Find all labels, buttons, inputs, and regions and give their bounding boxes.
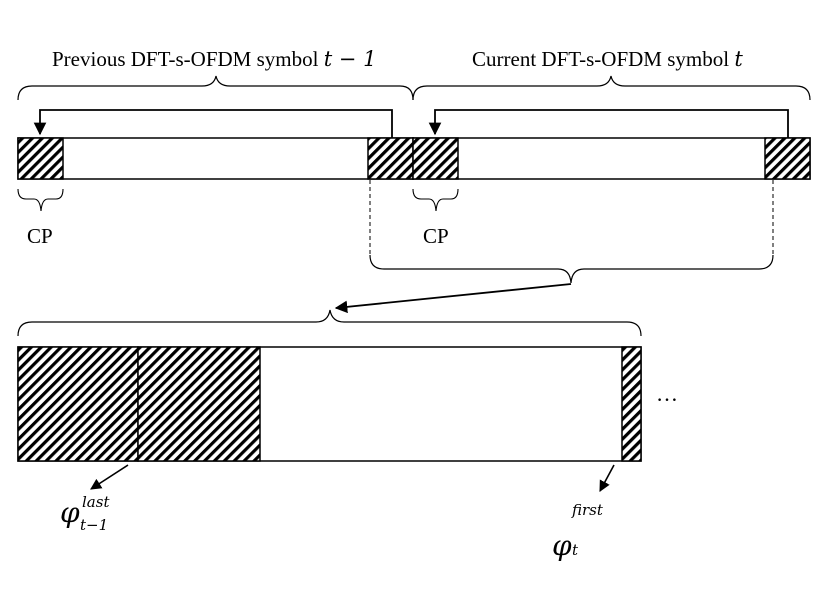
svg-text:first: first bbox=[571, 501, 604, 519]
current-cp-copy-arrow bbox=[428, 109, 789, 138]
svg-text:t−1: t−1 bbox=[80, 516, 108, 534]
expanded-current-tail-block bbox=[621, 346, 642, 462]
previous-cp-copy-arrow bbox=[33, 109, 393, 138]
ellipsis: … bbox=[656, 381, 678, 406]
current-cp-block bbox=[412, 137, 459, 180]
previous-tail-block bbox=[367, 137, 414, 180]
current-symbol-label: Current DFT-s-OFDM symbol t bbox=[472, 47, 743, 71]
phi-last-arrow bbox=[90, 464, 129, 490]
svg-text:φ: φ bbox=[552, 529, 572, 562]
current-tail-block bbox=[764, 137, 811, 180]
cp-right-brace bbox=[412, 188, 459, 212]
zoom-arrow bbox=[334, 283, 572, 314]
current-symbol-brace bbox=[412, 75, 811, 101]
phi-first-label: φ first t bbox=[552, 501, 604, 562]
svg-text:φ: φ bbox=[60, 496, 80, 529]
cp-left-brace bbox=[17, 188, 64, 212]
current-symbol-bar bbox=[412, 137, 811, 180]
phi-first-arrow bbox=[599, 464, 615, 492]
expanded-previous-tail-block bbox=[17, 346, 139, 462]
previous-cp-block bbox=[17, 137, 64, 180]
expanded-brace bbox=[17, 309, 642, 337]
cp-label-left: CP bbox=[27, 224, 53, 248]
svg-text:t: t bbox=[572, 541, 579, 559]
zoom-brace bbox=[369, 254, 774, 284]
previous-symbol-label: Previous DFT-s-OFDM symbol t − 1 bbox=[52, 47, 376, 71]
phi-last-label: φ last t−1 bbox=[60, 493, 110, 534]
cp-label-right: CP bbox=[423, 224, 449, 248]
expanded-current-cp-block bbox=[137, 346, 261, 462]
svg-text:last: last bbox=[82, 493, 110, 511]
previous-symbol-bar bbox=[17, 137, 414, 180]
previous-symbol-brace bbox=[17, 75, 414, 101]
